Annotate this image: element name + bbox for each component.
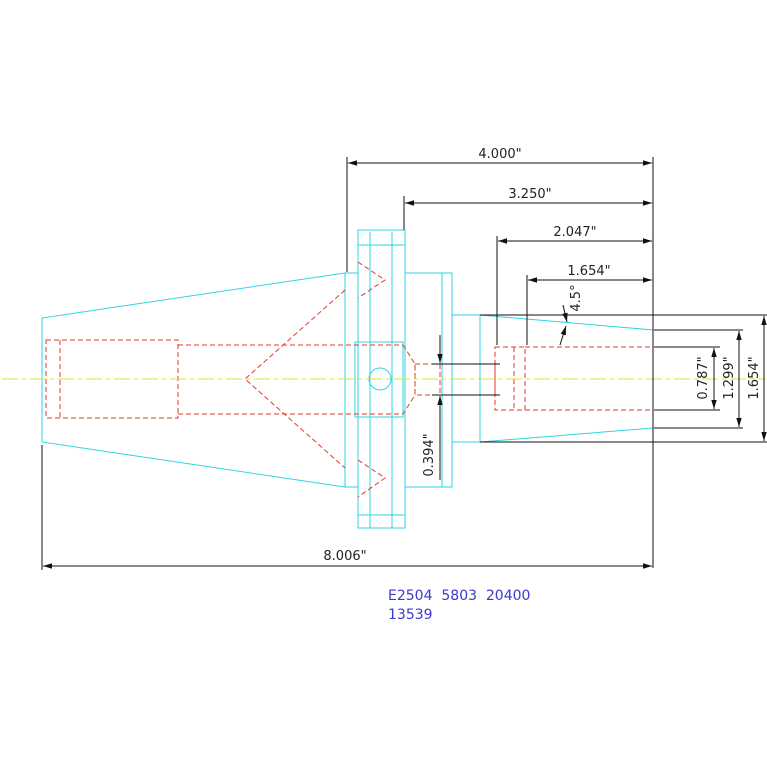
drill-point-hidden: [244, 289, 346, 469]
part-info: E2504 5803 20400 13539: [388, 588, 530, 623]
part-number-line2: 13539: [388, 607, 433, 623]
dim-text-1299: 1.299": [722, 356, 737, 399]
dim-text-4000: 4.000": [478, 147, 521, 162]
dim-text-2047: 2.047": [553, 225, 596, 240]
dimension-lines: [41, 157, 767, 570]
dim-text-8006: 8.006": [323, 549, 366, 564]
dim-text-0787: 0.787": [696, 356, 711, 399]
dim-text-1654-right: 1.654": [747, 356, 762, 399]
part-number-line1: E2504 5803 20400: [388, 588, 530, 604]
front-bore-hidden: [494, 346, 526, 411]
dim-text-1654-top: 1.654": [567, 264, 610, 279]
dim-text-0394: 0.394": [422, 433, 437, 476]
dimension-labels: 4.000" 3.250" 2.047" 1.654" 8.006" 4.5° …: [323, 147, 762, 564]
dim-text-3250: 3.250": [508, 187, 551, 202]
taper-shank-outline: [41, 272, 346, 488]
angle-text-45: 4.5°: [569, 284, 584, 311]
